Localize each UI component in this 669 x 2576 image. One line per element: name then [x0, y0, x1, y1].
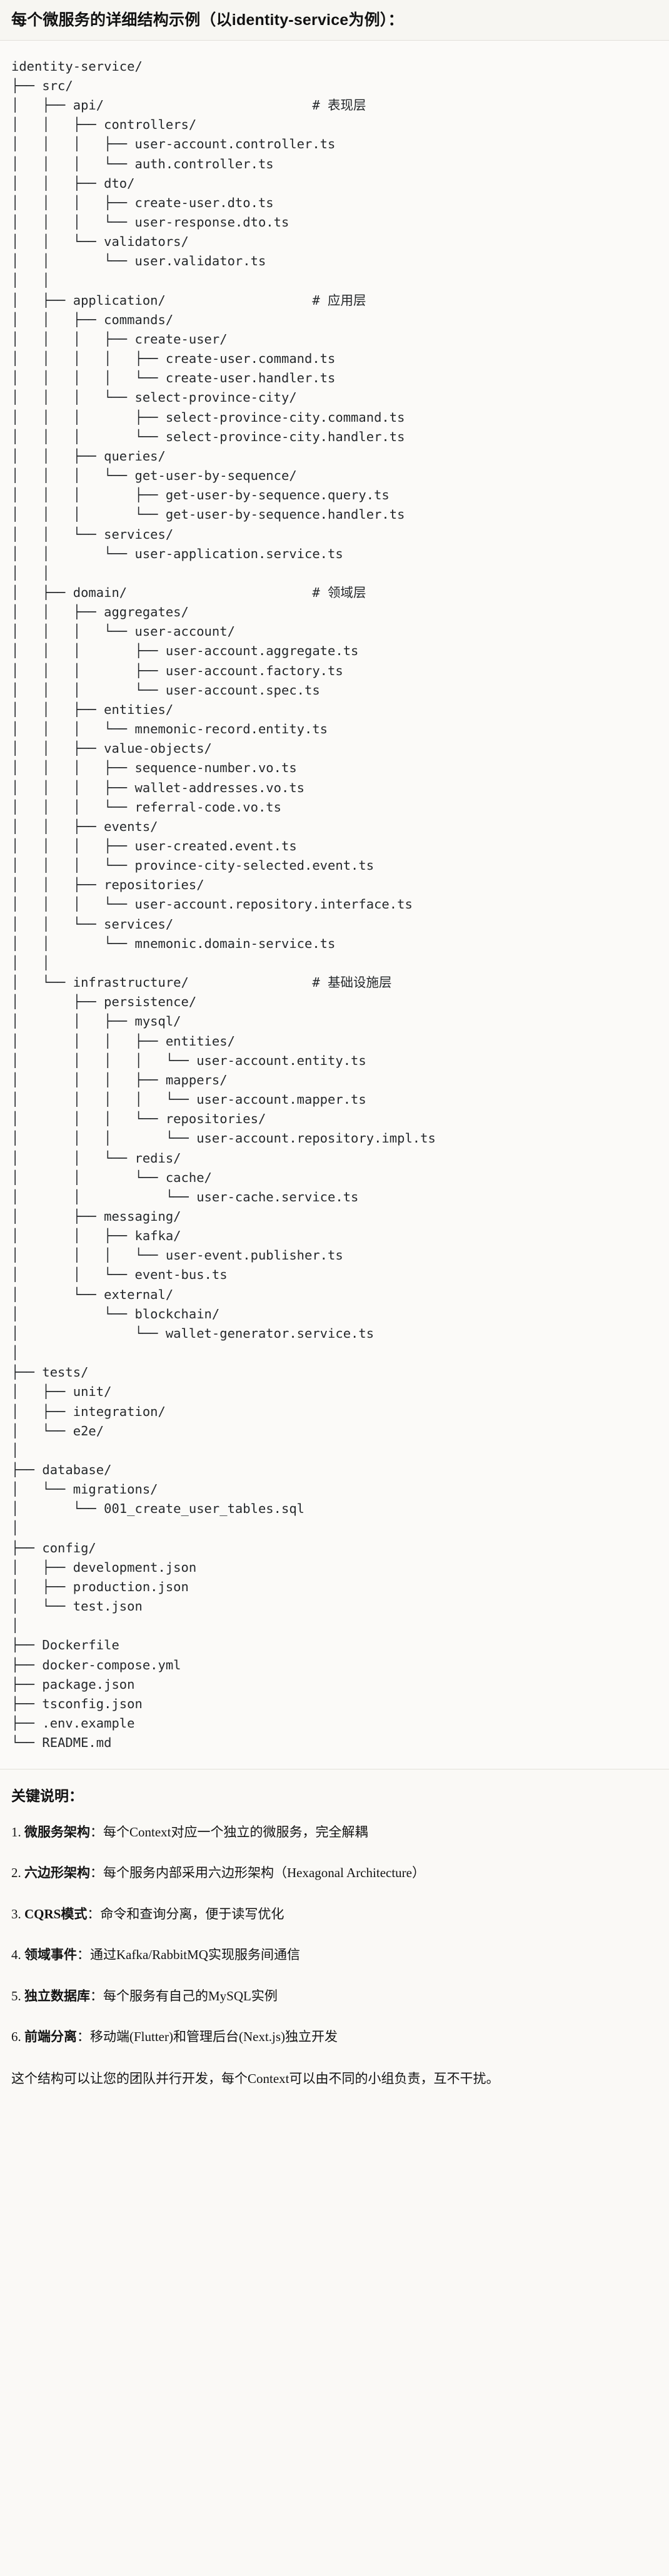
- key-notes-list: 微服务架构：每个Context对应一个独立的微服务，完全解耦 六边形架构：每个服…: [11, 1823, 658, 2047]
- list-item: CQRS模式：命令和查询分离，便于读写优化: [11, 1905, 658, 1925]
- note-term: 微服务架构: [24, 1824, 90, 1840]
- note-separator: ：: [77, 2029, 90, 2045]
- note-term: 六边形架构: [24, 1865, 90, 1881]
- note-separator: ：: [90, 1865, 103, 1881]
- note-separator: ：: [90, 1824, 103, 1840]
- note-separator: ：: [77, 1947, 90, 1963]
- note-description: 每个Context对应一个独立的微服务，完全解耦: [103, 1824, 368, 1840]
- note-description: 每个服务有自己的MySQL实例: [103, 1988, 278, 2003]
- key-notes-block: 关键说明： 微服务架构：每个Context对应一个独立的微服务，完全解耦 六边形…: [0, 1769, 669, 2110]
- page-title: 每个微服务的详细结构示例（以identity-service为例）：: [11, 11, 404, 29]
- list-item: 前端分离：移动端(Flutter)和管理后台(Next.js)独立开发: [11, 2027, 658, 2047]
- directory-tree-block: identity-service/ ├── src/ │ ├── api/ # …: [0, 40, 669, 1769]
- list-item: 领域事件：通过Kafka/RabbitMQ实现服务间通信: [11, 1945, 658, 1965]
- note-term: 领域事件: [24, 1947, 77, 1963]
- list-item: 微服务架构：每个Context对应一个独立的微服务，完全解耦: [11, 1823, 658, 1843]
- key-notes-heading: 关键说明：: [11, 1788, 83, 1805]
- note-separator: ：: [87, 1906, 101, 1922]
- closing-paragraph: 这个结构可以让您的团队并行开发，每个Context可以由不同的小组负责，互不干扰…: [11, 2070, 500, 2086]
- title-divider: [0, 39, 669, 41]
- directory-tree: identity-service/ ├── src/ │ ├── api/ # …: [11, 58, 436, 1751]
- list-item: 独立数据库：每个服务有自己的MySQL实例: [11, 1987, 658, 2007]
- note-description: 每个服务内部采用六边形架构（Hexagonal Architecture）: [103, 1865, 425, 1881]
- list-item: 六边形架构：每个服务内部采用六边形架构（Hexagonal Architectu…: [11, 1863, 658, 1883]
- title-block: 每个微服务的详细结构示例（以identity-service为例）：: [0, 0, 669, 40]
- note-description: 命令和查询分离，便于读写优化: [100, 1906, 284, 1922]
- document-page: 每个微服务的详细结构示例（以identity-service为例）： ident…: [0, 0, 669, 2110]
- note-description: 通过Kafka/RabbitMQ实现服务间通信: [90, 1947, 300, 1963]
- note-term: 独立数据库: [24, 1988, 90, 2003]
- note-term: 前端分离: [24, 2029, 77, 2045]
- note-term: CQRS模式: [24, 1906, 88, 1922]
- note-separator: ：: [90, 1988, 103, 2003]
- note-description: 移动端(Flutter)和管理后台(Next.js)独立开发: [90, 2029, 338, 2045]
